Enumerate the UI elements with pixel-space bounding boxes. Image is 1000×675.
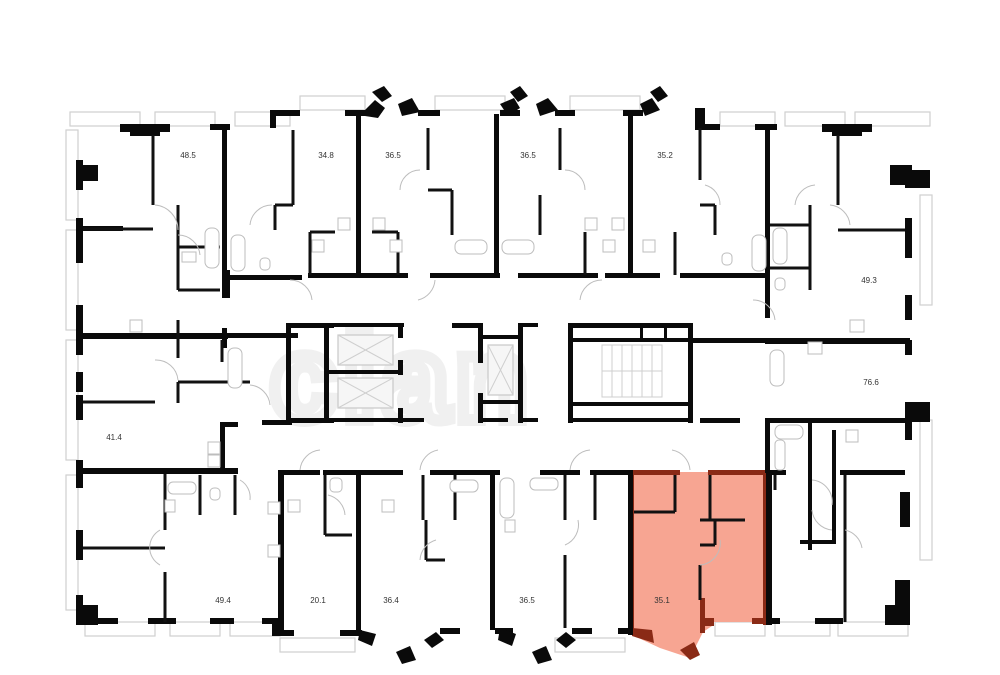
staircase [601,344,663,398]
area-label: 36.5 [519,596,535,605]
area-label: 41.4 [106,433,122,442]
area-label: 49.3 [861,276,877,285]
area-label: 36.4 [383,596,399,605]
walls [76,86,930,664]
area-label: 76.6 [863,378,879,387]
door-swings [149,169,863,566]
area-label: 36.5 [520,151,536,160]
area-label: 36.5 [385,151,401,160]
area-label: 34.8 [318,151,334,160]
window-outlines [65,95,933,653]
area-label: 48.5 [180,151,196,160]
highlighted-area-label: 35.1 [654,596,670,605]
apartment-area-labels: 48.5 34.8 36.5 36.5 35.2 49.3 76.6 41.4 … [106,151,879,605]
area-label: 20.1 [310,596,326,605]
elevators [337,334,514,409]
area-label: 49.4 [215,596,231,605]
area-label: 35.2 [657,151,673,160]
fixtures [129,217,865,558]
